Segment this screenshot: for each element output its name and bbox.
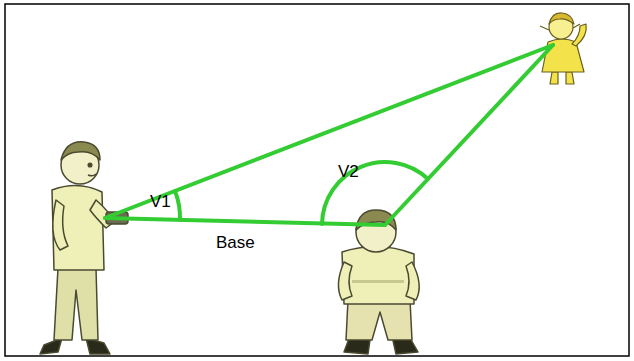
frame bbox=[5, 4, 629, 356]
angle-label: V2 bbox=[338, 163, 359, 180]
observer-left-figure bbox=[40, 142, 128, 354]
triangulation-lines bbox=[105, 45, 553, 225]
baseline-label: Base bbox=[216, 234, 255, 251]
sight-line bbox=[385, 45, 553, 225]
angle-arc bbox=[175, 191, 180, 220]
angle-label: V1 bbox=[150, 193, 171, 210]
observer-middle-figure bbox=[338, 210, 419, 354]
base-line bbox=[105, 218, 385, 225]
angle-arc bbox=[322, 162, 428, 224]
